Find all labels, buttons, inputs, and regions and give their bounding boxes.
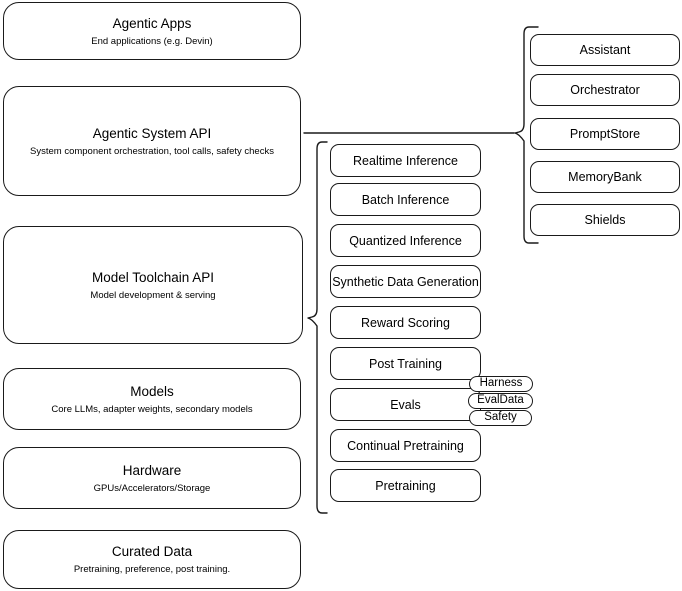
capability-label: Realtime Inference xyxy=(353,153,458,168)
system-component-assistant[interactable]: Assistant xyxy=(530,34,680,66)
evals-subcomponent-label: EvalData xyxy=(477,394,524,407)
system-component-label: Assistant xyxy=(579,43,631,57)
system-component-orchestrator[interactable]: Orchestrator xyxy=(530,74,680,106)
capability-pretraining[interactable]: Pretraining xyxy=(330,469,481,502)
layer-title: Agentic Apps xyxy=(112,15,192,31)
system-component-shields[interactable]: Shields xyxy=(530,204,680,236)
layer-card-models[interactable]: Models Core LLMs, adapter weights, secon… xyxy=(3,368,301,430)
layer-title: Agentic System API xyxy=(92,125,212,141)
capability-reward-scoring[interactable]: Reward Scoring xyxy=(330,306,481,339)
layer-card-model-toolchain-api[interactable]: Model Toolchain API Model development & … xyxy=(3,226,303,344)
capability-label: Batch Inference xyxy=(361,192,450,207)
capability-synthetic-data-generation[interactable]: Synthetic Data Generation xyxy=(330,265,481,298)
capability-post-training[interactable]: Post Training xyxy=(330,347,481,380)
layer-card-agentic-system-api[interactable]: Agentic System API System component orch… xyxy=(3,86,301,196)
capability-evals[interactable]: Evals xyxy=(330,388,481,421)
capability-quantized-inference[interactable]: Quantized Inference xyxy=(330,224,481,257)
capability-label: Continual Pretraining xyxy=(347,438,464,453)
layer-title: Model Toolchain API xyxy=(91,269,215,285)
evals-subcomponent-harness[interactable]: Harness xyxy=(469,376,533,392)
capability-label: Quantized Inference xyxy=(349,233,462,248)
capability-realtime-inference[interactable]: Realtime Inference xyxy=(330,144,481,177)
evals-subcomponent-evaldata[interactable]: EvalData xyxy=(468,393,533,409)
capability-label: Synthetic Data Generation xyxy=(332,274,479,289)
layer-card-hardware[interactable]: Hardware GPUs/Accelerators/Storage xyxy=(3,447,301,509)
brace-toolchain-capabilities xyxy=(307,141,328,514)
evals-subcomponent-label: Harness xyxy=(479,377,523,390)
layer-subtitle: Pretraining, preference, post training. xyxy=(73,564,231,575)
capability-label: Pretraining xyxy=(375,478,436,493)
layer-subtitle: System component orchestration, tool cal… xyxy=(30,145,274,157)
layer-subtitle: End applications (e.g. Devin) xyxy=(91,35,213,47)
layer-card-agentic-apps[interactable]: Agentic Apps End applications (e.g. Devi… xyxy=(3,2,301,60)
evals-subcomponent-safety[interactable]: Safety xyxy=(469,410,532,426)
layer-subtitle: Core LLMs, adapter weights, secondary mo… xyxy=(51,403,253,415)
capability-label: Evals xyxy=(390,397,421,412)
system-component-promptstore[interactable]: PromptStore xyxy=(530,118,680,150)
system-component-memorybank[interactable]: MemoryBank xyxy=(530,161,680,193)
layer-subtitle: Model development & serving xyxy=(90,289,216,301)
capability-continual-pretraining[interactable]: Continual Pretraining xyxy=(330,429,481,462)
layer-card-curated-data[interactable]: Curated Data Pretraining, preference, po… xyxy=(3,530,301,589)
system-component-label: Orchestrator xyxy=(570,83,640,97)
capability-label: Post Training xyxy=(369,356,442,371)
evals-subcomponent-label: Safety xyxy=(484,411,517,424)
capability-label: Reward Scoring xyxy=(361,315,450,330)
layer-title: Curated Data xyxy=(111,544,193,559)
layer-title: Models xyxy=(130,383,174,399)
system-component-label: MemoryBank xyxy=(568,170,642,184)
layer-subtitle: GPUs/Accelerators/Storage xyxy=(93,482,211,494)
capability-batch-inference[interactable]: Batch Inference xyxy=(330,183,481,216)
system-component-label: Shields xyxy=(584,213,626,227)
layer-title: Hardware xyxy=(122,462,182,478)
system-component-label: PromptStore xyxy=(569,127,641,141)
